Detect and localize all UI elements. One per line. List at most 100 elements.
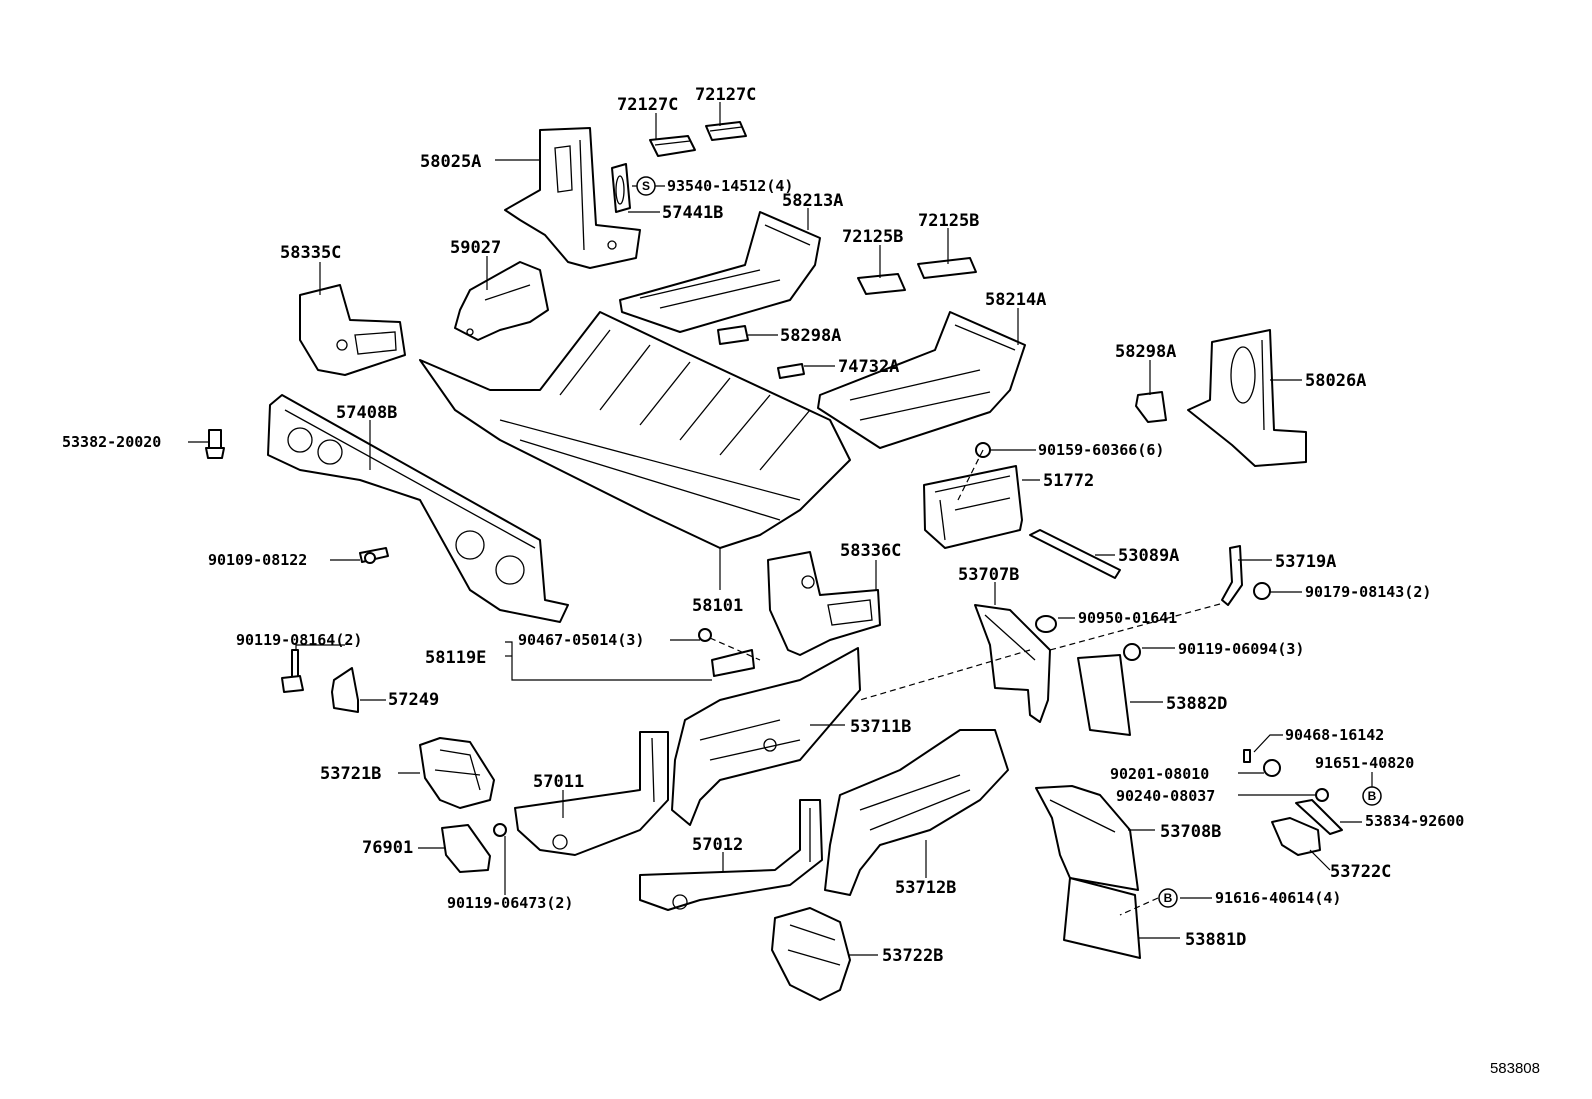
label-90119-06473[interactable]: 90119-06473(2) (447, 894, 573, 912)
label-76901[interactable]: 76901 (362, 838, 413, 858)
part-72125b-a[interactable] (857, 273, 906, 295)
part-72127c-b[interactable] (705, 121, 747, 141)
part-90179-08143[interactable] (1253, 582, 1271, 600)
part-90119-06473[interactable] (493, 823, 507, 837)
part-90119-08164[interactable] (281, 649, 304, 693)
part-53712b[interactable] (824, 729, 1009, 896)
part-74732a[interactable] (777, 363, 805, 379)
label-53721b[interactable]: 53721B (320, 764, 381, 784)
part-57408b[interactable] (267, 394, 569, 623)
label-72125b-a[interactable]: 72125B (842, 227, 903, 247)
marker-s-symbol: S (636, 176, 656, 196)
label-58335c[interactable]: 58335C (280, 243, 341, 263)
leader-lines (188, 102, 1373, 956)
label-58298a-b[interactable]: 58298A (1115, 342, 1176, 362)
part-53882d[interactable] (1077, 654, 1131, 736)
label-59027[interactable]: 59027 (450, 238, 501, 258)
label-53089a[interactable]: 53089A (1118, 546, 1179, 566)
part-58101[interactable] (419, 311, 851, 549)
label-51772[interactable]: 51772 (1043, 471, 1094, 491)
part-72125b-b[interactable] (917, 257, 977, 279)
label-91616-40614[interactable]: 91616-40614(4) (1215, 889, 1341, 907)
part-53707b[interactable] (974, 604, 1051, 723)
part-58214a[interactable] (817, 311, 1026, 449)
part-58335c[interactable] (299, 284, 406, 376)
label-53882d[interactable]: 53882D (1166, 694, 1227, 714)
part-58119e[interactable] (711, 649, 755, 677)
label-57249[interactable]: 57249 (388, 690, 439, 710)
label-58336c[interactable]: 58336C (840, 541, 901, 561)
label-53834-92600[interactable]: 53834-92600 (1365, 812, 1464, 830)
part-53719a[interactable] (1221, 545, 1243, 606)
label-58101[interactable]: 58101 (692, 596, 743, 616)
part-53722c[interactable] (1271, 817, 1321, 856)
part-53711b[interactable] (671, 647, 861, 826)
part-53834-92600[interactable] (1295, 799, 1343, 835)
label-90468-16142[interactable]: 90468-16142 (1285, 726, 1384, 744)
part-58336c[interactable] (767, 551, 881, 656)
label-53722c[interactable]: 53722C (1330, 862, 1391, 882)
label-90119-08164[interactable]: 90119-08164(2) (236, 631, 362, 649)
part-57249[interactable] (331, 667, 359, 713)
part-58298a-b[interactable] (1135, 391, 1167, 423)
label-53708b[interactable]: 53708B (1160, 822, 1221, 842)
part-72127c-a[interactable] (649, 135, 696, 157)
label-53881d[interactable]: 53881D (1185, 930, 1246, 950)
label-90950-01641[interactable]: 90950-01641 (1078, 609, 1177, 627)
label-90467-05014[interactable]: 90467-05014(3) (518, 631, 644, 649)
label-90201-08010[interactable]: 90201-08010 (1110, 765, 1209, 783)
label-53707b[interactable]: 53707B (958, 565, 1019, 585)
label-91651-40820[interactable]: 91651-40820 (1315, 754, 1414, 772)
part-57011[interactable] (514, 731, 669, 856)
label-53711b[interactable]: 53711B (850, 717, 911, 737)
part-53708b[interactable] (1035, 785, 1139, 891)
part-90467-05014[interactable] (698, 628, 712, 642)
part-53722b[interactable] (771, 907, 851, 1001)
label-72127c-a[interactable]: 72127C (617, 95, 678, 115)
label-57011[interactable]: 57011 (533, 772, 584, 792)
label-90109-08122[interactable]: 90109-08122 (208, 551, 307, 569)
part-58026a[interactable] (1187, 329, 1307, 467)
part-51772[interactable] (923, 465, 1023, 549)
label-90119-06094[interactable]: 90119-06094(3) (1178, 640, 1304, 658)
label-53382-20020[interactable]: 53382-20020 (62, 433, 161, 451)
label-72125b-b[interactable]: 72125B (918, 211, 979, 231)
label-58025a[interactable]: 58025A (420, 152, 481, 172)
part-90119-06094[interactable] (1123, 643, 1141, 661)
label-58026a[interactable]: 58026A (1305, 371, 1366, 391)
label-58213a[interactable]: 58213A (782, 191, 843, 211)
marker-b-symbol-2: B (1158, 888, 1178, 908)
part-53089a[interactable] (1029, 529, 1121, 579)
label-58119e[interactable]: 58119E (425, 648, 486, 668)
part-57012[interactable] (639, 799, 823, 911)
part-59027[interactable] (454, 261, 549, 341)
label-57408b[interactable]: 57408B (336, 403, 397, 423)
part-58025a[interactable] (504, 127, 641, 269)
part-90109-08122[interactable] (359, 547, 389, 564)
label-57441b[interactable]: 57441B (662, 203, 723, 223)
label-57012[interactable]: 57012 (692, 835, 743, 855)
part-90201-08010[interactable] (1263, 759, 1281, 777)
part-90468-16142[interactable] (1243, 749, 1251, 763)
part-90240-08037[interactable] (1315, 788, 1329, 802)
label-90179-08143[interactable]: 90179-08143(2) (1305, 583, 1431, 601)
label-90159-60366[interactable]: 90159-60366(6) (1038, 441, 1164, 459)
svg-text:B: B (1164, 891, 1173, 905)
label-93540-14512[interactable]: 93540-14512(4) (667, 177, 793, 195)
label-74732a[interactable]: 74732A (838, 357, 899, 377)
part-58298a-a[interactable] (717, 325, 749, 345)
label-58214a[interactable]: 58214A (985, 290, 1046, 310)
label-72127c-b[interactable]: 72127C (695, 85, 756, 105)
label-53722b[interactable]: 53722B (882, 946, 943, 966)
part-90950-01641[interactable] (1035, 615, 1057, 633)
label-53719a[interactable]: 53719A (1275, 552, 1336, 572)
part-76901[interactable] (441, 824, 491, 873)
part-57441b[interactable] (611, 163, 631, 213)
label-58298a-a[interactable]: 58298A (780, 326, 841, 346)
part-53382-20020[interactable] (205, 429, 225, 459)
label-53712b[interactable]: 53712B (895, 878, 956, 898)
part-58213a[interactable] (619, 211, 821, 333)
label-90240-08037[interactable]: 90240-08037 (1116, 787, 1215, 805)
part-53721b[interactable] (419, 737, 495, 809)
part-53881d[interactable] (1063, 877, 1141, 959)
